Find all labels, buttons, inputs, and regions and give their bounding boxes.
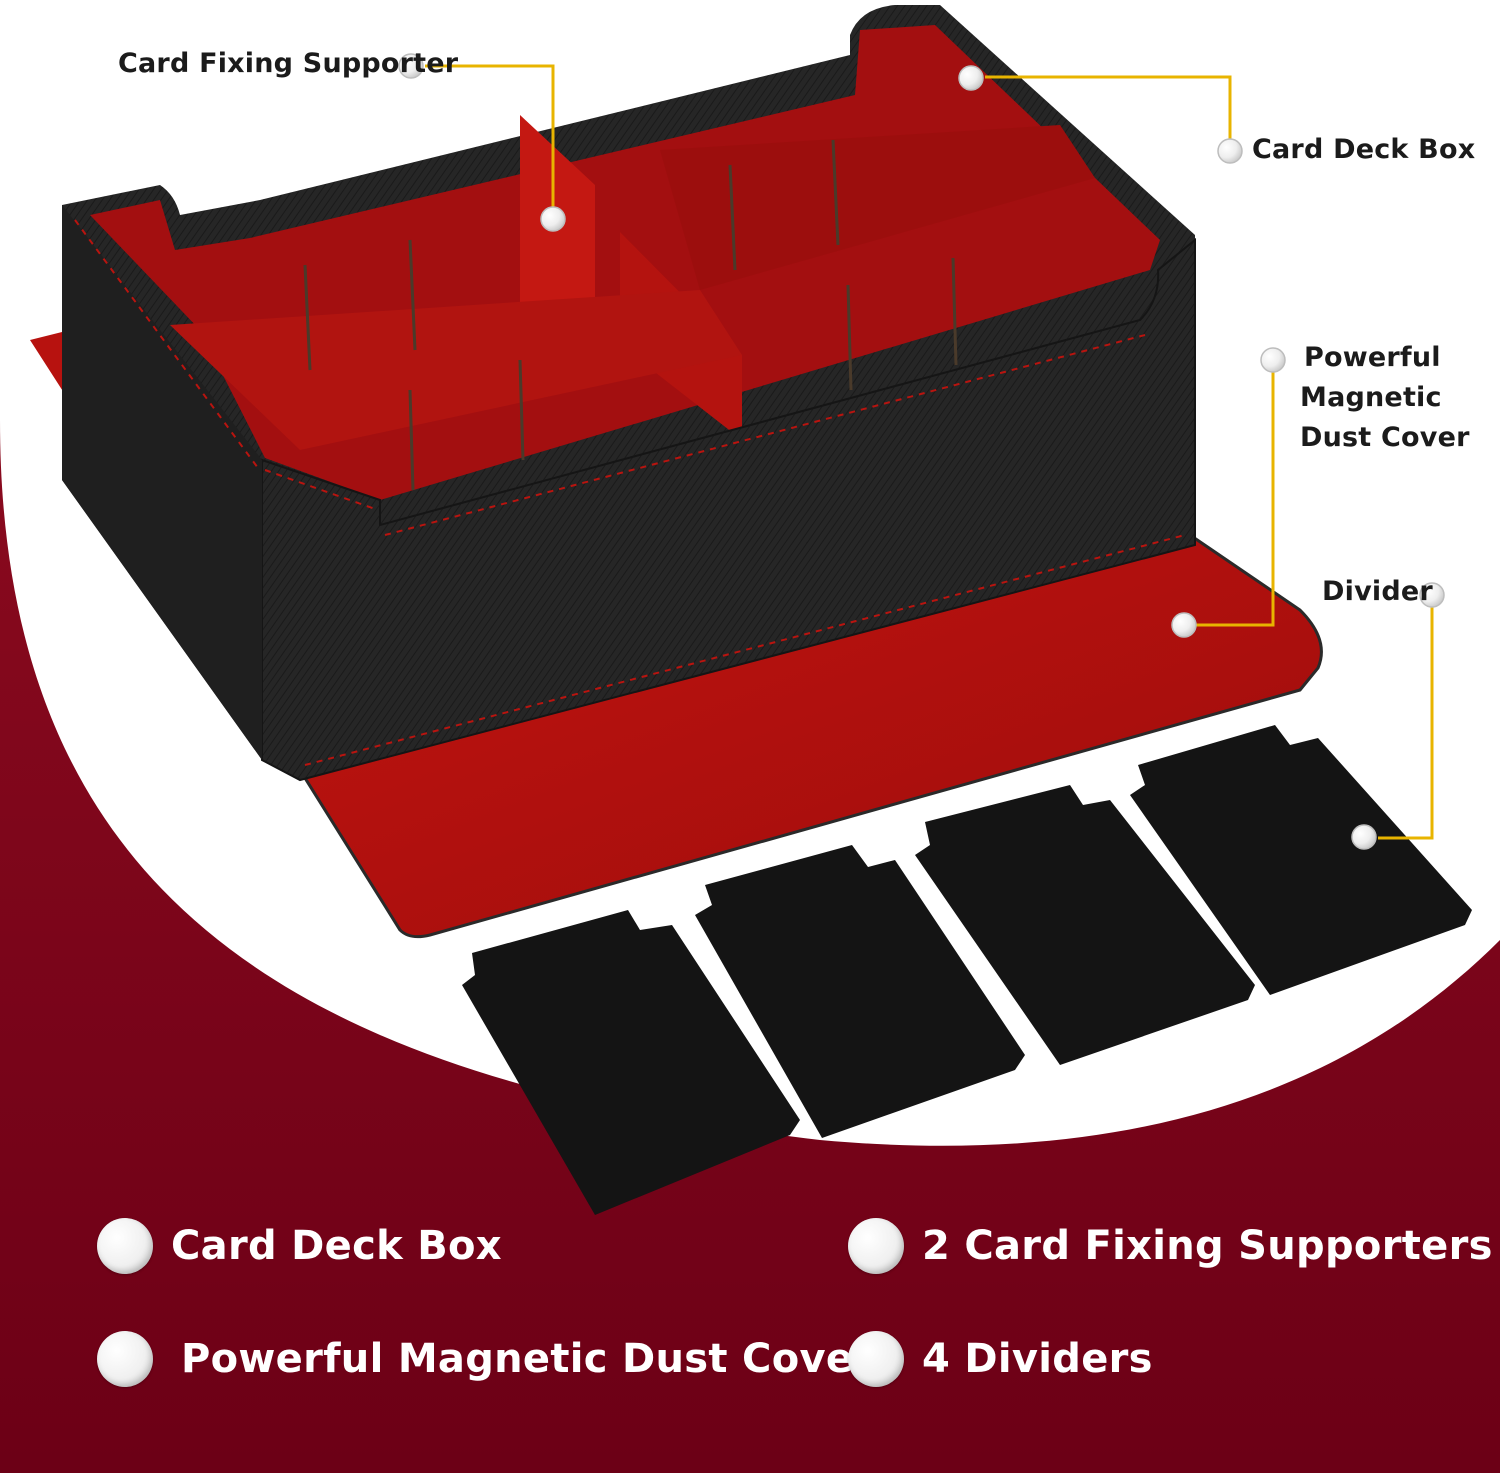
- feature-item-card-fixing-supporters: 2 Card Fixing Supporters: [848, 1218, 1493, 1274]
- callout-label-dust-cover-line-3: Dust Cover: [1300, 422, 1470, 453]
- divider-card-1: [462, 910, 800, 1215]
- feature-text: 2 Card Fixing Supporters: [922, 1223, 1493, 1269]
- divider-card-4: [1130, 725, 1472, 995]
- bullet-dot-icon: [848, 1218, 904, 1274]
- callout-label-dust-cover-line-2: Magnetic: [1300, 382, 1442, 413]
- callout-dot-divider-target: [1351, 824, 1377, 850]
- callout-dot-dust-cover-label: [1260, 347, 1286, 373]
- callout-label-divider: Divider: [1322, 576, 1433, 607]
- leader-line-divider: [1378, 598, 1434, 840]
- divider-card-2: [695, 845, 1025, 1138]
- callout-label-card-fixing-supporter: Card Fixing Supporter: [118, 48, 459, 79]
- feature-item-dividers: 4 Dividers: [848, 1331, 1153, 1387]
- callout-dot-supporter-target: [540, 206, 566, 232]
- deck-box-front: [261, 237, 1196, 782]
- callout-label-dust-cover-line-1: Powerful: [1304, 342, 1441, 373]
- callout-dot-supporter-label: [398, 53, 424, 79]
- callout-label-dust-cover: Powerful Magnetic Dust Cover: [1300, 338, 1490, 458]
- bullet-dot-icon: [97, 1331, 153, 1387]
- leader-line-supporter: [425, 64, 555, 210]
- feature-text: 4 Dividers: [922, 1336, 1153, 1382]
- callout-dot-deck-box-target: [958, 65, 984, 91]
- callout-label-card-deck-box: Card Deck Box: [1252, 134, 1476, 165]
- dust-cover-flap: [297, 533, 1323, 939]
- bullet-dot-icon: [97, 1218, 153, 1274]
- compartment-wall: [170, 290, 742, 450]
- feature-item-dust-cover: Powerful Magnetic Dust Cover: [97, 1331, 873, 1387]
- callout-dot-dust-cover-target: [1171, 612, 1197, 638]
- leader-line-dust-cover: [1196, 362, 1275, 627]
- feature-text: Card Deck Box: [171, 1223, 502, 1269]
- callout-dot-divider-label: [1419, 582, 1445, 608]
- feature-item-card-deck-box: Card Deck Box: [97, 1218, 502, 1274]
- bullet-dot-icon: [848, 1331, 904, 1387]
- callout-dot-deck-box-label: [1217, 138, 1243, 164]
- leader-line-deck-box: [985, 75, 1232, 150]
- divider-card-3: [915, 785, 1255, 1065]
- background-swoosh: [0, 420, 1500, 1473]
- feature-text: Powerful Magnetic Dust Cover: [181, 1336, 874, 1382]
